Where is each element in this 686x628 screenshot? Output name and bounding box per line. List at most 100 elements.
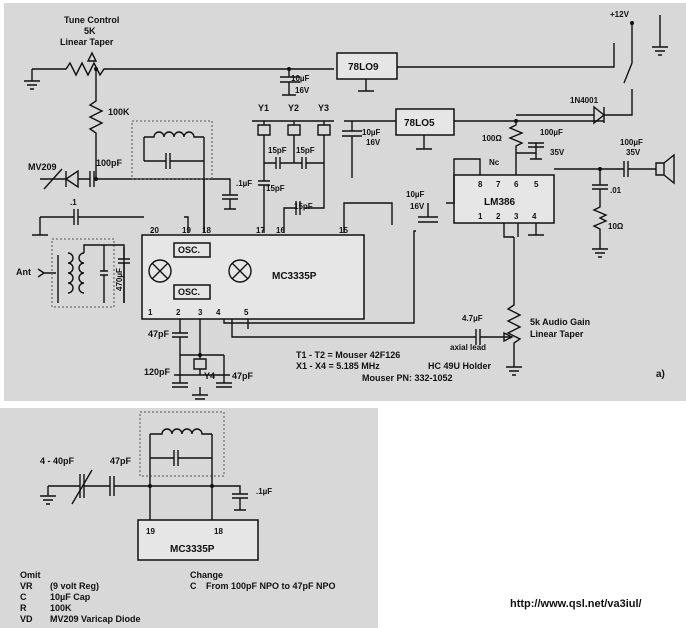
junction-dot (94, 67, 98, 71)
ic-mc3335p-b (137, 519, 259, 561)
lm-pin-6: 6 (514, 180, 519, 189)
wire-9v-rail (358, 43, 615, 92)
cap-470uf (118, 247, 130, 303)
crystals-y1-y3 (252, 120, 334, 178)
label-0p1uf-a: .1µF (236, 179, 252, 188)
osc-block-1 (173, 242, 211, 258)
cap-0p1uf-b (230, 485, 248, 511)
cap-100uf-35v (516, 142, 544, 160)
ground-y4 (192, 387, 208, 400)
lm-pin-7: 7 (496, 180, 501, 189)
label-16v-b: 16V (366, 138, 381, 147)
pin-16: 16 (276, 226, 285, 235)
label-y1: Y1 (258, 103, 269, 113)
lm-pin-2: 2 (496, 212, 501, 221)
pin-20: 20 (150, 226, 159, 235)
lm386-wires (446, 153, 544, 238)
label-15pf-2: 15pF (296, 146, 315, 155)
label-100uf: 100µF (540, 128, 563, 137)
supply-terminal (630, 21, 634, 25)
tank-t1-outline (51, 238, 115, 308)
label-gain-1: 5k Audio Gain (530, 317, 590, 327)
zobel-network (592, 169, 608, 258)
cap-0p1-input (32, 209, 144, 236)
lm-pin-1: 1 (478, 212, 483, 221)
omit-val-4: MV209 Varicap Diode (50, 614, 141, 624)
cap-10uf-lm (418, 203, 438, 223)
label-4p7uf: 4.7µF (462, 314, 483, 323)
ic-top-wires (184, 153, 393, 233)
label-10ohm: 10Ω (608, 222, 624, 231)
ic-bottom-wires (223, 230, 416, 329)
label-mv209: MV209 (28, 162, 57, 172)
schematic-panel-a: Tune Control 5K Linear Taper 100K 10µF 1… (4, 3, 686, 401)
label-4-40pf: 4 - 40pF (40, 456, 75, 466)
label-120pf: 120pF (144, 367, 171, 377)
junction-dot (210, 484, 214, 488)
label-ic-mc3335p: MC3335P (272, 271, 317, 282)
schematic-a-svg: Tune Control 5K Linear Taper 100K 10µF 1… (16, 10, 675, 400)
label-100pf: 100pF (96, 158, 123, 168)
pin-17: 17 (256, 226, 265, 235)
label-omit: Omit (20, 570, 41, 580)
resistor-100k (88, 69, 104, 178)
cap-15pf-4 (283, 178, 325, 233)
supply-diode-switch (516, 23, 633, 125)
label-tune-control: Tune Control (64, 15, 119, 25)
tune-pot-wiper (86, 51, 98, 62)
label-0p1uf-b: .1µF (256, 487, 272, 496)
resistor-100ohm (508, 121, 524, 153)
change-key: C (190, 581, 197, 591)
label-78l05: 78LO5 (404, 118, 435, 129)
note-pn: Mouser PN: 332-1052 (362, 373, 453, 383)
label-15pf-1: 15pF (268, 146, 287, 155)
source-url[interactable]: http://www.qsl.net/va3iul/ (510, 598, 642, 610)
tank-t2-outline (131, 120, 213, 180)
pin-5: 5 (244, 308, 249, 317)
lm-pin-4: 4 (532, 212, 537, 221)
lm-pin-3: 3 (514, 212, 519, 221)
label-78l09: 78LO9 (348, 62, 379, 73)
cap-10uf-9v (280, 69, 300, 96)
schematic-b-svg: 4 - 40pF 47pF .1µF 19 18 MC3335P Omit Ch… (20, 411, 336, 624)
cap-15pf-3 (258, 163, 270, 233)
label-nc: Nc (489, 158, 500, 167)
varactor-arrow (43, 168, 63, 190)
pin-18: 18 (202, 226, 211, 235)
label-0p01: .01 (610, 186, 622, 195)
label-pot-5k: 5K (84, 26, 96, 36)
omit-key-3: R (20, 603, 27, 613)
label-15pf-3: 15pF (266, 184, 285, 193)
label-y2: Y2 (288, 103, 299, 113)
label-47pf-b: 47pF (110, 456, 132, 466)
change-val: From 100pF NPO to 47pF NPO (206, 581, 336, 591)
label-100uf-out: 100µF (620, 138, 643, 147)
label-change: Change (190, 570, 223, 580)
varactor-mv209 (40, 169, 214, 189)
label-100k: 100K (108, 107, 130, 117)
omit-key-4: VD (20, 614, 33, 624)
label-10uf-lm: 10µF (406, 190, 425, 199)
omit-val-2: 10µF Cap (50, 592, 91, 602)
label-osc-2: OSC. (178, 287, 200, 297)
antenna-symbol (37, 268, 56, 278)
junction-dot (94, 177, 98, 181)
tank-t1-coil (57, 244, 125, 303)
label-ic-b: MC3335P (170, 544, 215, 555)
ic-lm386 (453, 174, 555, 224)
mixer-2 (228, 259, 252, 283)
label-ant: Ant (16, 267, 31, 277)
variable-cap-arrow (71, 469, 93, 505)
note-x1-x4: X1 - X4 = 5.185 MHz (296, 361, 380, 371)
note-t1-t2: T1 - T2 = Mouser 42F126 (296, 350, 400, 360)
note-holder: HC 49U Holder (428, 361, 492, 371)
pin-3: 3 (198, 308, 203, 317)
gain-pot (506, 237, 522, 376)
cap-4p7uf (231, 319, 512, 345)
regulator-78l09 (336, 52, 398, 80)
mixer-1-x (151, 262, 169, 280)
tank-t2-coil (143, 131, 205, 233)
label-47pf-a: 47pF (148, 329, 170, 339)
label-lm386: LM386 (484, 197, 516, 208)
label-pin18-b: 18 (214, 527, 223, 536)
